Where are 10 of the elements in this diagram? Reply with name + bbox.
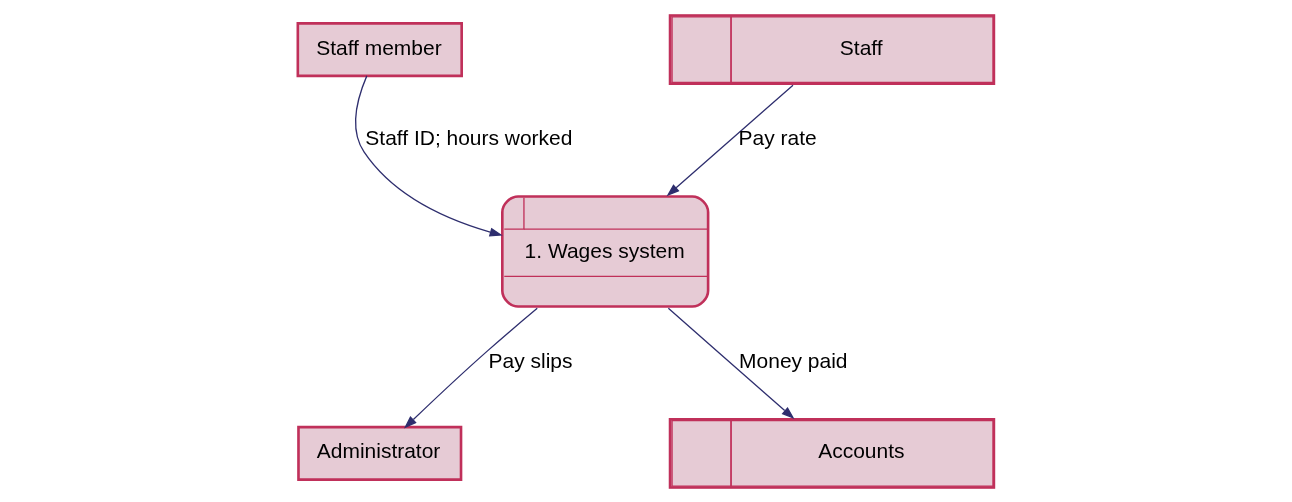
edge-label: Money paid xyxy=(738,348,848,372)
edge-label: Staff ID; hours worked xyxy=(364,125,572,149)
arrow xyxy=(667,307,794,419)
edge-label: Pay slips xyxy=(488,348,572,372)
arrow xyxy=(403,307,538,428)
edge-label: Pay rate xyxy=(738,125,817,149)
node-box: Staff member xyxy=(296,21,463,77)
arrow xyxy=(666,84,794,196)
node-box: Administrator xyxy=(296,425,462,481)
arrow xyxy=(354,74,503,237)
